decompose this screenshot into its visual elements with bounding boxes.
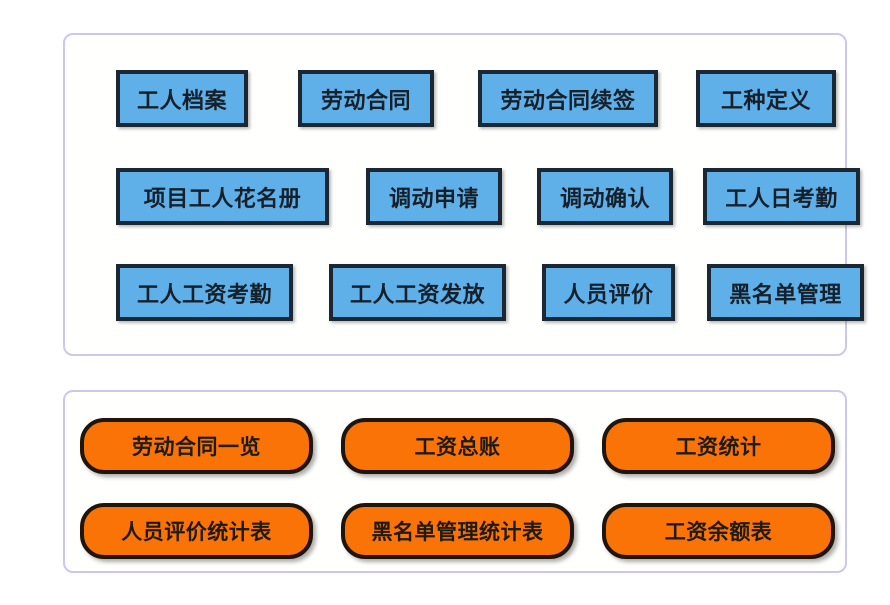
form-button-job-type-definition[interactable]: 工种定义 xyxy=(696,70,836,127)
report-button-wage-statistics[interactable]: 工资统计 xyxy=(602,418,835,474)
form-button-worker-file[interactable]: 工人档案 xyxy=(116,70,248,127)
reports-row-2: 人员评价统计表 黑名单管理统计表 工资余额表 xyxy=(80,503,835,559)
form-button-blacklist-management[interactable]: 黑名单管理 xyxy=(707,264,864,321)
report-button-blacklist-management-statistics[interactable]: 黑名单管理统计表 xyxy=(341,503,574,559)
report-button-wage-ledger[interactable]: 工资总账 xyxy=(341,418,574,474)
forms-row-2: 项目工人花名册 调动申请 调动确认 工人日考勤 xyxy=(116,168,860,225)
form-button-personnel-evaluation[interactable]: 人员评价 xyxy=(542,264,675,321)
form-button-labor-contract-renewal[interactable]: 劳动合同续签 xyxy=(478,70,658,127)
form-button-transfer-application[interactable]: 调动申请 xyxy=(366,168,502,225)
form-button-worker-wage-payment[interactable]: 工人工资发放 xyxy=(329,264,506,321)
forms-row-1: 工人档案 劳动合同 劳动合同续签 工种定义 xyxy=(116,70,836,127)
report-button-wage-balance-sheet[interactable]: 工资余额表 xyxy=(602,503,835,559)
form-button-project-worker-roster[interactable]: 项目工人花名册 xyxy=(116,168,329,225)
report-button-personnel-evaluation-statistics[interactable]: 人员评价统计表 xyxy=(80,503,313,559)
form-button-worker-daily-attendance[interactable]: 工人日考勤 xyxy=(703,168,860,225)
forms-row-3: 工人工资考勤 工人工资发放 人员评价 黑名单管理 xyxy=(116,264,864,321)
form-button-worker-wage-attendance[interactable]: 工人工资考勤 xyxy=(116,264,293,321)
form-button-labor-contract[interactable]: 劳动合同 xyxy=(298,70,434,127)
form-button-transfer-confirmation[interactable]: 调动确认 xyxy=(537,168,673,225)
reports-row-1: 劳动合同一览 工资总账 工资统计 xyxy=(80,418,835,474)
report-button-labor-contract-list[interactable]: 劳动合同一览 xyxy=(80,418,313,474)
